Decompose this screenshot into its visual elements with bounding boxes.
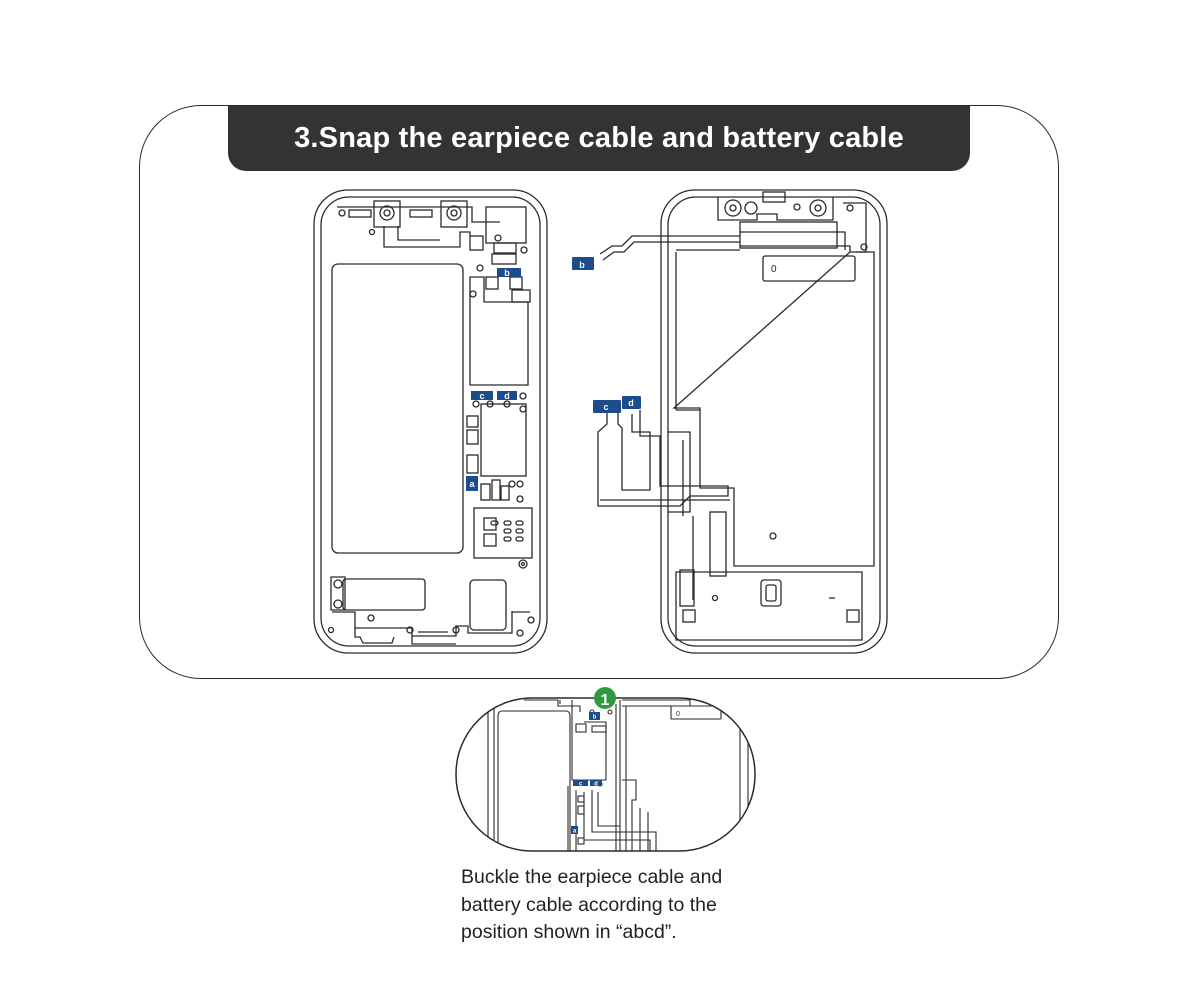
left-phone-outer-frame	[313, 189, 548, 654]
zoom-connector-a-label: a	[573, 829, 577, 835]
zoom-label-box-text: 0	[676, 711, 680, 718]
step-badge	[594, 687, 616, 709]
left-connectors: b c d a	[466, 268, 521, 491]
connector-c-cable	[593, 400, 621, 413]
connector-d-cable-label: d	[628, 398, 634, 408]
zoom-connector-c	[573, 780, 588, 786]
step-panel	[139, 105, 1059, 679]
zoom-connector-d	[590, 780, 602, 786]
step-title: 3.Snap the earpiece cable and battery ca…	[228, 106, 970, 171]
left-phone-diagram	[313, 189, 548, 654]
connector-d-board-label: d	[504, 391, 510, 401]
step-badge-number: 1	[601, 692, 610, 709]
connector-c-cable-label: c	[603, 402, 608, 412]
connector-a-board-label: a	[469, 479, 475, 489]
connector-d-board	[497, 391, 517, 400]
zoom-connector-b-label: b	[593, 715, 597, 721]
right-connectors: b c d 0	[572, 257, 777, 413]
right-label-box	[762, 255, 856, 282]
connector-b-board-label: b	[504, 268, 510, 278]
left-battery-outline	[331, 263, 464, 554]
zoom-connector-d-label: d	[594, 782, 598, 788]
connector-b-cable	[572, 257, 594, 270]
zoom-connector-c-label: c	[579, 782, 583, 788]
connector-b-cable-label: b	[579, 260, 585, 270]
connector-b-board	[497, 268, 521, 277]
right-phone-outer-frame	[660, 189, 888, 654]
zoom-connector-b	[589, 712, 600, 720]
connector-a-board	[466, 476, 478, 491]
zoom-inset: b c d a 0 1	[455, 687, 756, 852]
left-phone-inner-frame	[320, 196, 541, 647]
instruction-caption: Buckle the earpiece cable and battery ca…	[461, 866, 723, 943]
right-phone-diagram	[597, 189, 888, 654]
right-label-box-text: 0	[771, 264, 777, 275]
zoom-connector-a	[571, 826, 578, 834]
connector-c-board-label: c	[479, 391, 484, 401]
connector-c-board	[471, 391, 493, 400]
connector-d-cable	[622, 396, 641, 409]
right-phone-inner-frame	[667, 196, 881, 647]
